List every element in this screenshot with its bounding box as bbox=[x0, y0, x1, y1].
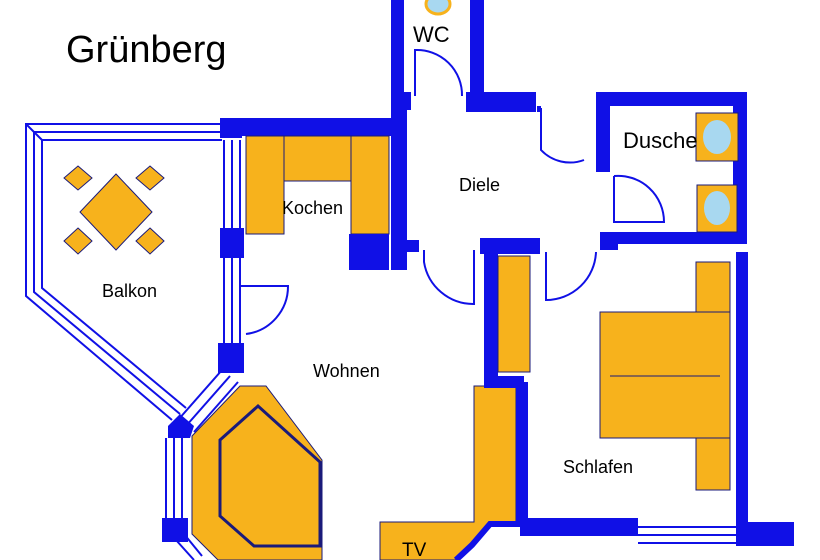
balkon-table-set bbox=[63, 165, 165, 255]
schlafen-window bbox=[638, 526, 736, 544]
balkon-label: Balkon bbox=[102, 281, 157, 301]
wc-toilet-icon bbox=[424, 0, 452, 16]
dusche-label: Dusche bbox=[623, 128, 698, 153]
diele-label: Diele bbox=[459, 175, 500, 195]
kitchen-counter bbox=[245, 135, 390, 235]
double-bed bbox=[599, 261, 731, 491]
bay-window bbox=[165, 369, 239, 560]
dusche-room bbox=[537, 92, 747, 244]
wardrobe bbox=[497, 255, 531, 373]
balkon-door-swing bbox=[240, 285, 290, 335]
diele-door-swing-left bbox=[423, 250, 475, 306]
dusche-door-swing bbox=[613, 174, 666, 223]
tv-label: TV bbox=[402, 540, 427, 560]
plan-title: Grünberg bbox=[66, 29, 227, 71]
wohnen-label: Wohnen bbox=[313, 361, 380, 381]
wc-room bbox=[391, 0, 536, 112]
living-sofa bbox=[191, 385, 323, 560]
balkon-window bbox=[223, 140, 241, 345]
balkon-railing bbox=[25, 123, 222, 421]
kochen-label: Kochen bbox=[282, 198, 343, 218]
wc-door-swing bbox=[414, 48, 464, 97]
schlafen-label: Schlafen bbox=[563, 457, 633, 477]
wc-label: WC bbox=[413, 22, 450, 47]
diele-door-swing-right bbox=[545, 251, 597, 302]
tv-cabinet bbox=[379, 385, 520, 560]
